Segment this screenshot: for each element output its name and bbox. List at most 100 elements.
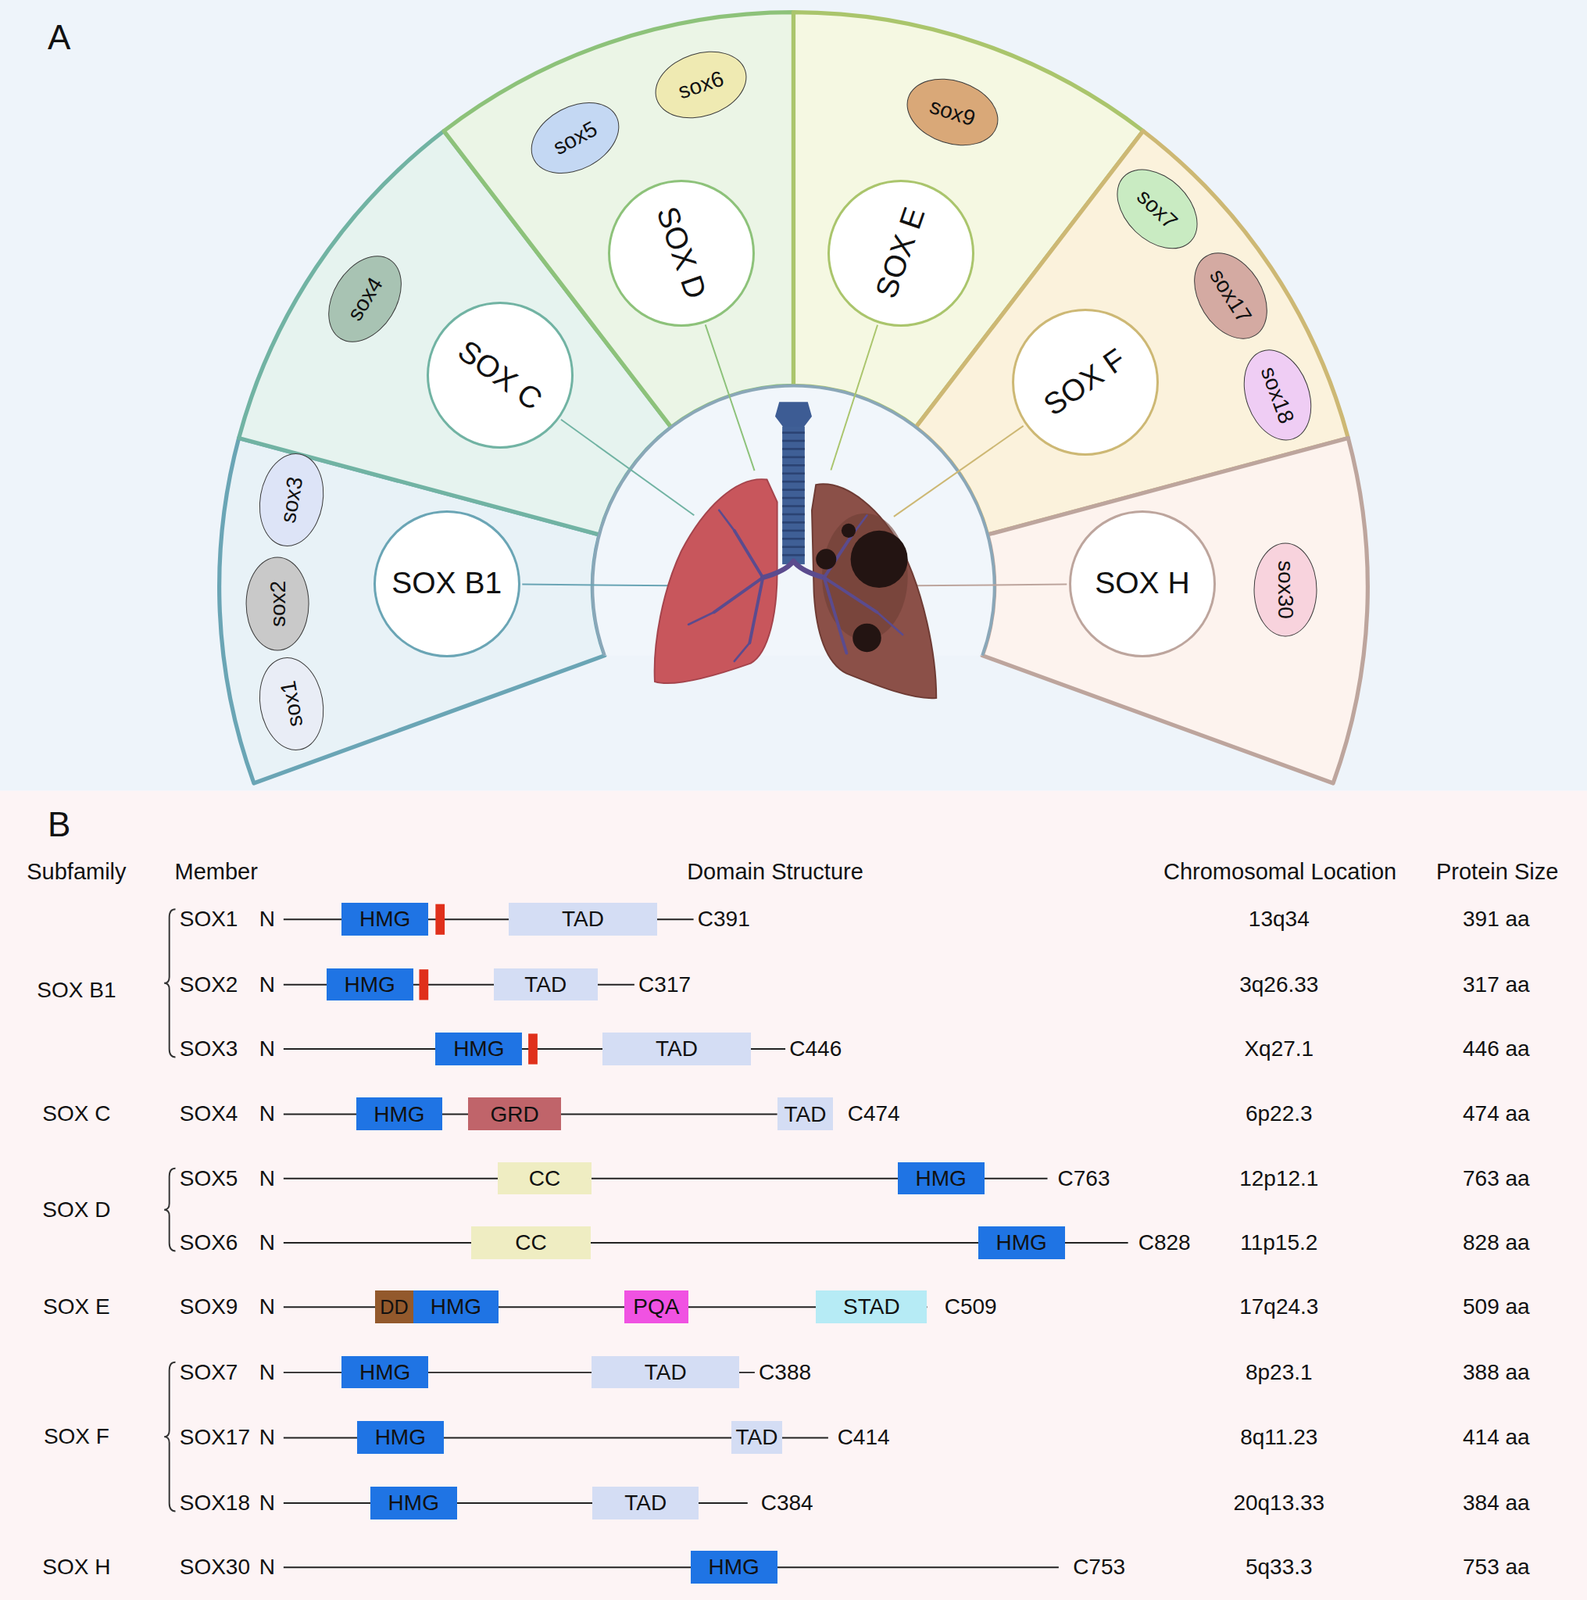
trachea-ring bbox=[782, 439, 805, 443]
bronchus bbox=[718, 510, 735, 531]
subfamily-name: SOX C bbox=[42, 1101, 111, 1126]
protein-size: 446 aa bbox=[1462, 1036, 1530, 1061]
column-header: Domain Structure bbox=[686, 859, 864, 885]
trachea-ring bbox=[782, 431, 805, 434]
right-lung bbox=[811, 483, 937, 698]
chromosome-location: 11p15.2 bbox=[1240, 1229, 1318, 1255]
protein-size: 753 aa bbox=[1462, 1554, 1530, 1579]
trachea-ring bbox=[782, 456, 805, 459]
subfamily-circle: SOX D bbox=[607, 179, 755, 327]
node-text: CC bbox=[529, 1166, 561, 1190]
member-name: SOX18 bbox=[179, 1490, 251, 1515]
group-bracket bbox=[164, 1361, 176, 1512]
domain-box: CC bbox=[471, 1225, 591, 1259]
subfamily-circle: SOX C bbox=[426, 301, 574, 449]
member-name: SOX2 bbox=[179, 972, 239, 997]
domain-box: PQA bbox=[624, 1290, 689, 1323]
leader-line bbox=[893, 425, 1024, 517]
domain-box: HMG bbox=[690, 1550, 778, 1584]
gene-ellipse: sox17 bbox=[1179, 239, 1283, 353]
trachea-ring bbox=[782, 529, 805, 533]
node-text: SOX D bbox=[650, 203, 712, 304]
protein-size: 763 aa bbox=[1462, 1165, 1530, 1191]
chromosome-location: 8q11.23 bbox=[1240, 1425, 1318, 1450]
tumor bbox=[815, 548, 837, 569]
leader-line bbox=[705, 324, 755, 471]
gene-ellipse: sox6 bbox=[646, 39, 755, 129]
terminus-label: N bbox=[259, 907, 276, 932]
lung-illustration bbox=[654, 401, 937, 698]
domain-box: TAD bbox=[508, 902, 657, 936]
gene-ellipse: sox5 bbox=[518, 87, 632, 188]
subfamily-circle: SOX F bbox=[1011, 308, 1159, 456]
member-name: SOX6 bbox=[179, 1229, 239, 1255]
node-text: CC bbox=[514, 1230, 547, 1254]
node-text: HMG bbox=[915, 1166, 966, 1190]
node-text: sox4 bbox=[343, 273, 387, 326]
terminus-label: N bbox=[259, 1425, 276, 1450]
domain-box: TAD bbox=[592, 1486, 699, 1520]
panel-letter: B bbox=[47, 804, 71, 843]
node-text: HMG bbox=[359, 907, 411, 930]
protein-size: 509 aa bbox=[1462, 1294, 1530, 1319]
chromosome-location: 5q33.3 bbox=[1245, 1554, 1313, 1579]
subfamily-circle: SOX B1 bbox=[373, 510, 521, 658]
trachea-ring bbox=[782, 513, 805, 516]
chromosome-location: 3q26.33 bbox=[1239, 972, 1319, 997]
subfamily-name: SOX H bbox=[42, 1554, 111, 1579]
leader-line bbox=[521, 584, 672, 587]
chromosome-location: 17q24.3 bbox=[1239, 1294, 1319, 1319]
chromosome-location: 12p12.1 bbox=[1239, 1165, 1319, 1191]
tumor bbox=[841, 523, 856, 538]
panel-b-ground bbox=[0, 790, 1587, 1600]
trachea-ring bbox=[782, 471, 805, 475]
bronchus bbox=[824, 577, 848, 654]
domain-box: TAD bbox=[591, 1355, 740, 1389]
domain-box: TAD bbox=[777, 1097, 834, 1130]
domain-box: CC bbox=[497, 1161, 592, 1195]
node-text: sox6 bbox=[675, 66, 726, 103]
leader-line bbox=[830, 325, 878, 471]
node-text: TAD bbox=[624, 1490, 667, 1514]
member-name: SOX5 bbox=[179, 1165, 239, 1191]
domain-box: TAD bbox=[731, 1420, 783, 1454]
member-name: SOX1 bbox=[179, 907, 239, 932]
domain-box: HMG bbox=[435, 1032, 522, 1066]
domain-box: HMG bbox=[357, 1420, 444, 1454]
node-text: sox30 bbox=[1273, 560, 1297, 619]
terminus-label: C391 bbox=[697, 907, 751, 932]
bronchus bbox=[688, 611, 715, 625]
terminus-label: C509 bbox=[944, 1294, 998, 1319]
domain-box: HMG bbox=[897, 1161, 985, 1195]
gene-ellipse: sox3 bbox=[252, 447, 332, 551]
terminus-label: C388 bbox=[758, 1359, 812, 1384]
trachea bbox=[782, 426, 805, 565]
node-text: sox17 bbox=[1205, 264, 1257, 327]
node-text: SOX H bbox=[1094, 567, 1190, 600]
subfamily-circle: SOX H bbox=[1068, 510, 1216, 658]
bronchus bbox=[749, 577, 763, 644]
terminus-label: N bbox=[259, 1359, 276, 1384]
group-bracket bbox=[164, 1168, 176, 1252]
gene-ellipse: sox18 bbox=[1232, 339, 1324, 451]
node-text: sox7 bbox=[1133, 184, 1183, 233]
subfamily-name: SOX E bbox=[42, 1294, 111, 1319]
domain-box: TAD bbox=[493, 968, 598, 1001]
group-bracket bbox=[164, 908, 176, 1057]
column-header: Member bbox=[175, 859, 258, 885]
node-text: SOX F bbox=[1038, 343, 1132, 422]
domain-box: HMG bbox=[356, 1097, 444, 1130]
node-text: GRD bbox=[489, 1102, 539, 1126]
protein-size: 388 aa bbox=[1462, 1359, 1530, 1384]
node-text: HMG bbox=[375, 1425, 426, 1448]
member-name: SOX3 bbox=[179, 1036, 239, 1061]
trachea-ring bbox=[782, 504, 805, 508]
node-text: sox2 bbox=[265, 580, 289, 627]
subfamily-name: SOX D bbox=[42, 1197, 111, 1223]
node-text: sox5 bbox=[549, 116, 601, 159]
chromosome-location: 6p22.3 bbox=[1245, 1101, 1313, 1126]
node-text: TAD bbox=[655, 1036, 698, 1060]
tumor bbox=[852, 623, 882, 653]
trachea-ring bbox=[782, 464, 805, 467]
